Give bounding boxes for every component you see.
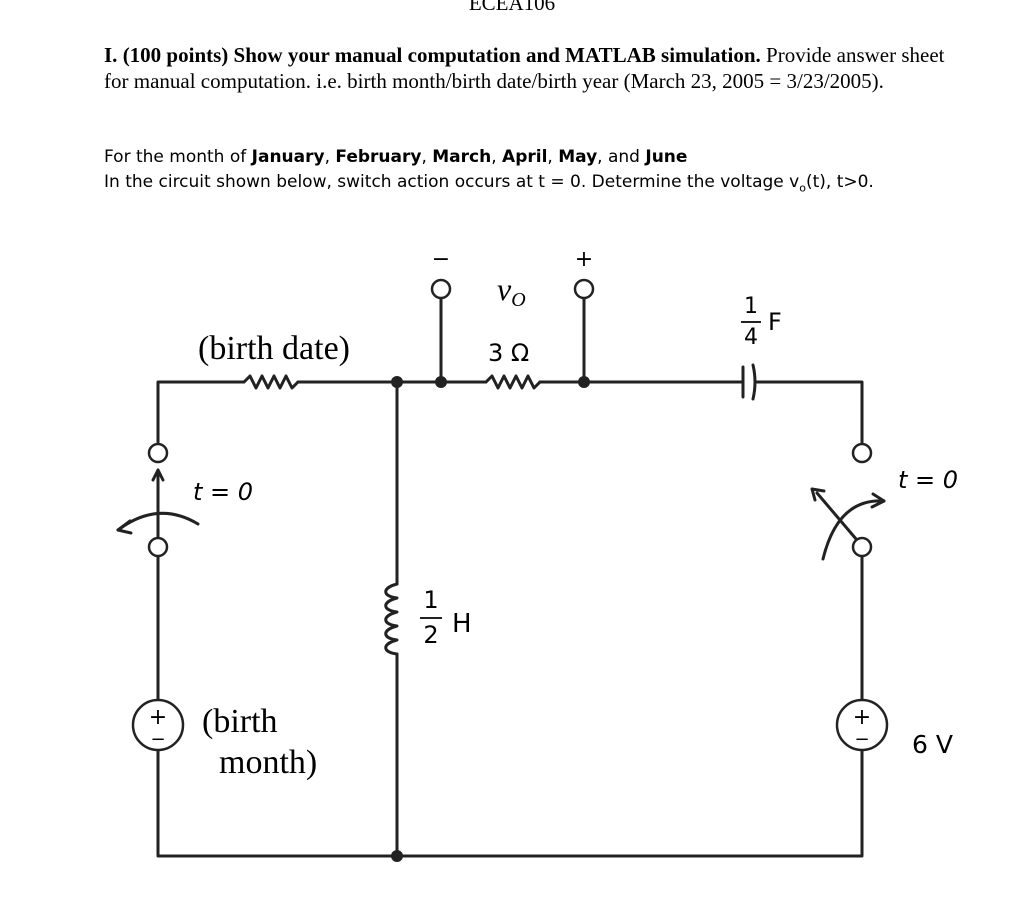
resistor-3ohm [484,374,542,390]
circuit-text-end: (t), t>0. [805,172,874,192]
left-switch-arc-arrow [116,519,133,535]
month-item: April [502,147,548,167]
left-source-minus: − [150,729,165,750]
right-source-label: 6 V [912,730,953,759]
node-output-plus [578,376,590,388]
output-minus-terminal [430,278,452,300]
right-switch-arc [821,499,886,561]
months-line: For the month of January, February, Marc… [104,147,688,167]
problem-number: I. [104,43,118,67]
inductor-numerator: 1 [423,586,438,614]
capacitor-denominator: 4 [744,325,758,350]
right-switch-bottom-terminal [851,536,873,558]
left-switch-top-terminal [147,442,169,464]
node-output-minus [435,376,447,388]
node-bottom-middle [391,850,403,862]
problem-instruction: Show your manual computation and MATLAB … [233,43,761,67]
problem-text: Provide answer sheet for manual computat… [104,43,945,93]
months-prefix: For the month of [104,147,247,167]
node-top-middle [391,376,403,388]
problem-statement: I. (100 points) Show your manual computa… [104,42,974,94]
left-source-plus: + [149,705,167,730]
right-switch-label: t = 0 [898,466,958,494]
left-source-label-line2: month) [219,744,317,781]
circuit-text-sub: o [799,181,806,195]
right-switch-arc-arrow [870,492,886,509]
month-item: February [335,147,422,167]
months-and: and [607,147,640,167]
right-source-plus: + [853,705,871,730]
month-item: January [251,147,325,167]
wire-top-right [753,380,864,446]
circuit-description: In the circuit shown below, switch actio… [104,172,874,194]
left-voltage-source [131,698,185,752]
month-item: June [645,147,688,167]
wire-top-left [156,380,246,444]
resistor-birth-date [242,374,300,390]
output-minus-label: − [432,247,450,272]
inductor-denominator: 2 [423,621,438,649]
right-voltage-source [835,698,889,752]
output-plus-terminal [573,278,595,300]
right-switch-top-terminal [851,442,873,464]
left-switch-label: t = 0 [193,478,253,506]
output-voltage-var: vO [497,271,526,311]
left-switch-bottom-terminal [147,536,169,558]
left-source-bottom-wire [156,748,864,858]
middle-resistor-label: 3 Ω [488,339,529,367]
circuit-text-main: In the circuit shown below, switch actio… [104,172,800,192]
course-header: ECEA106 [468,0,556,15]
month-item: March [432,147,492,167]
left-resistor-label: (birth date) [198,330,350,367]
month-item: May [558,147,598,167]
left-switch-pointer [151,468,165,543]
inductor [384,582,399,656]
capacitor-numerator: 1 [744,294,758,319]
right-switch-blade-arrow [810,487,826,502]
inductor-unit: H [452,609,472,639]
problem-points: (100 points) [122,43,229,67]
output-plus-label: + [575,247,593,272]
left-source-label-line1: (birth [202,703,278,740]
right-source-minus: − [854,729,869,750]
capacitor-unit: F [768,308,782,336]
